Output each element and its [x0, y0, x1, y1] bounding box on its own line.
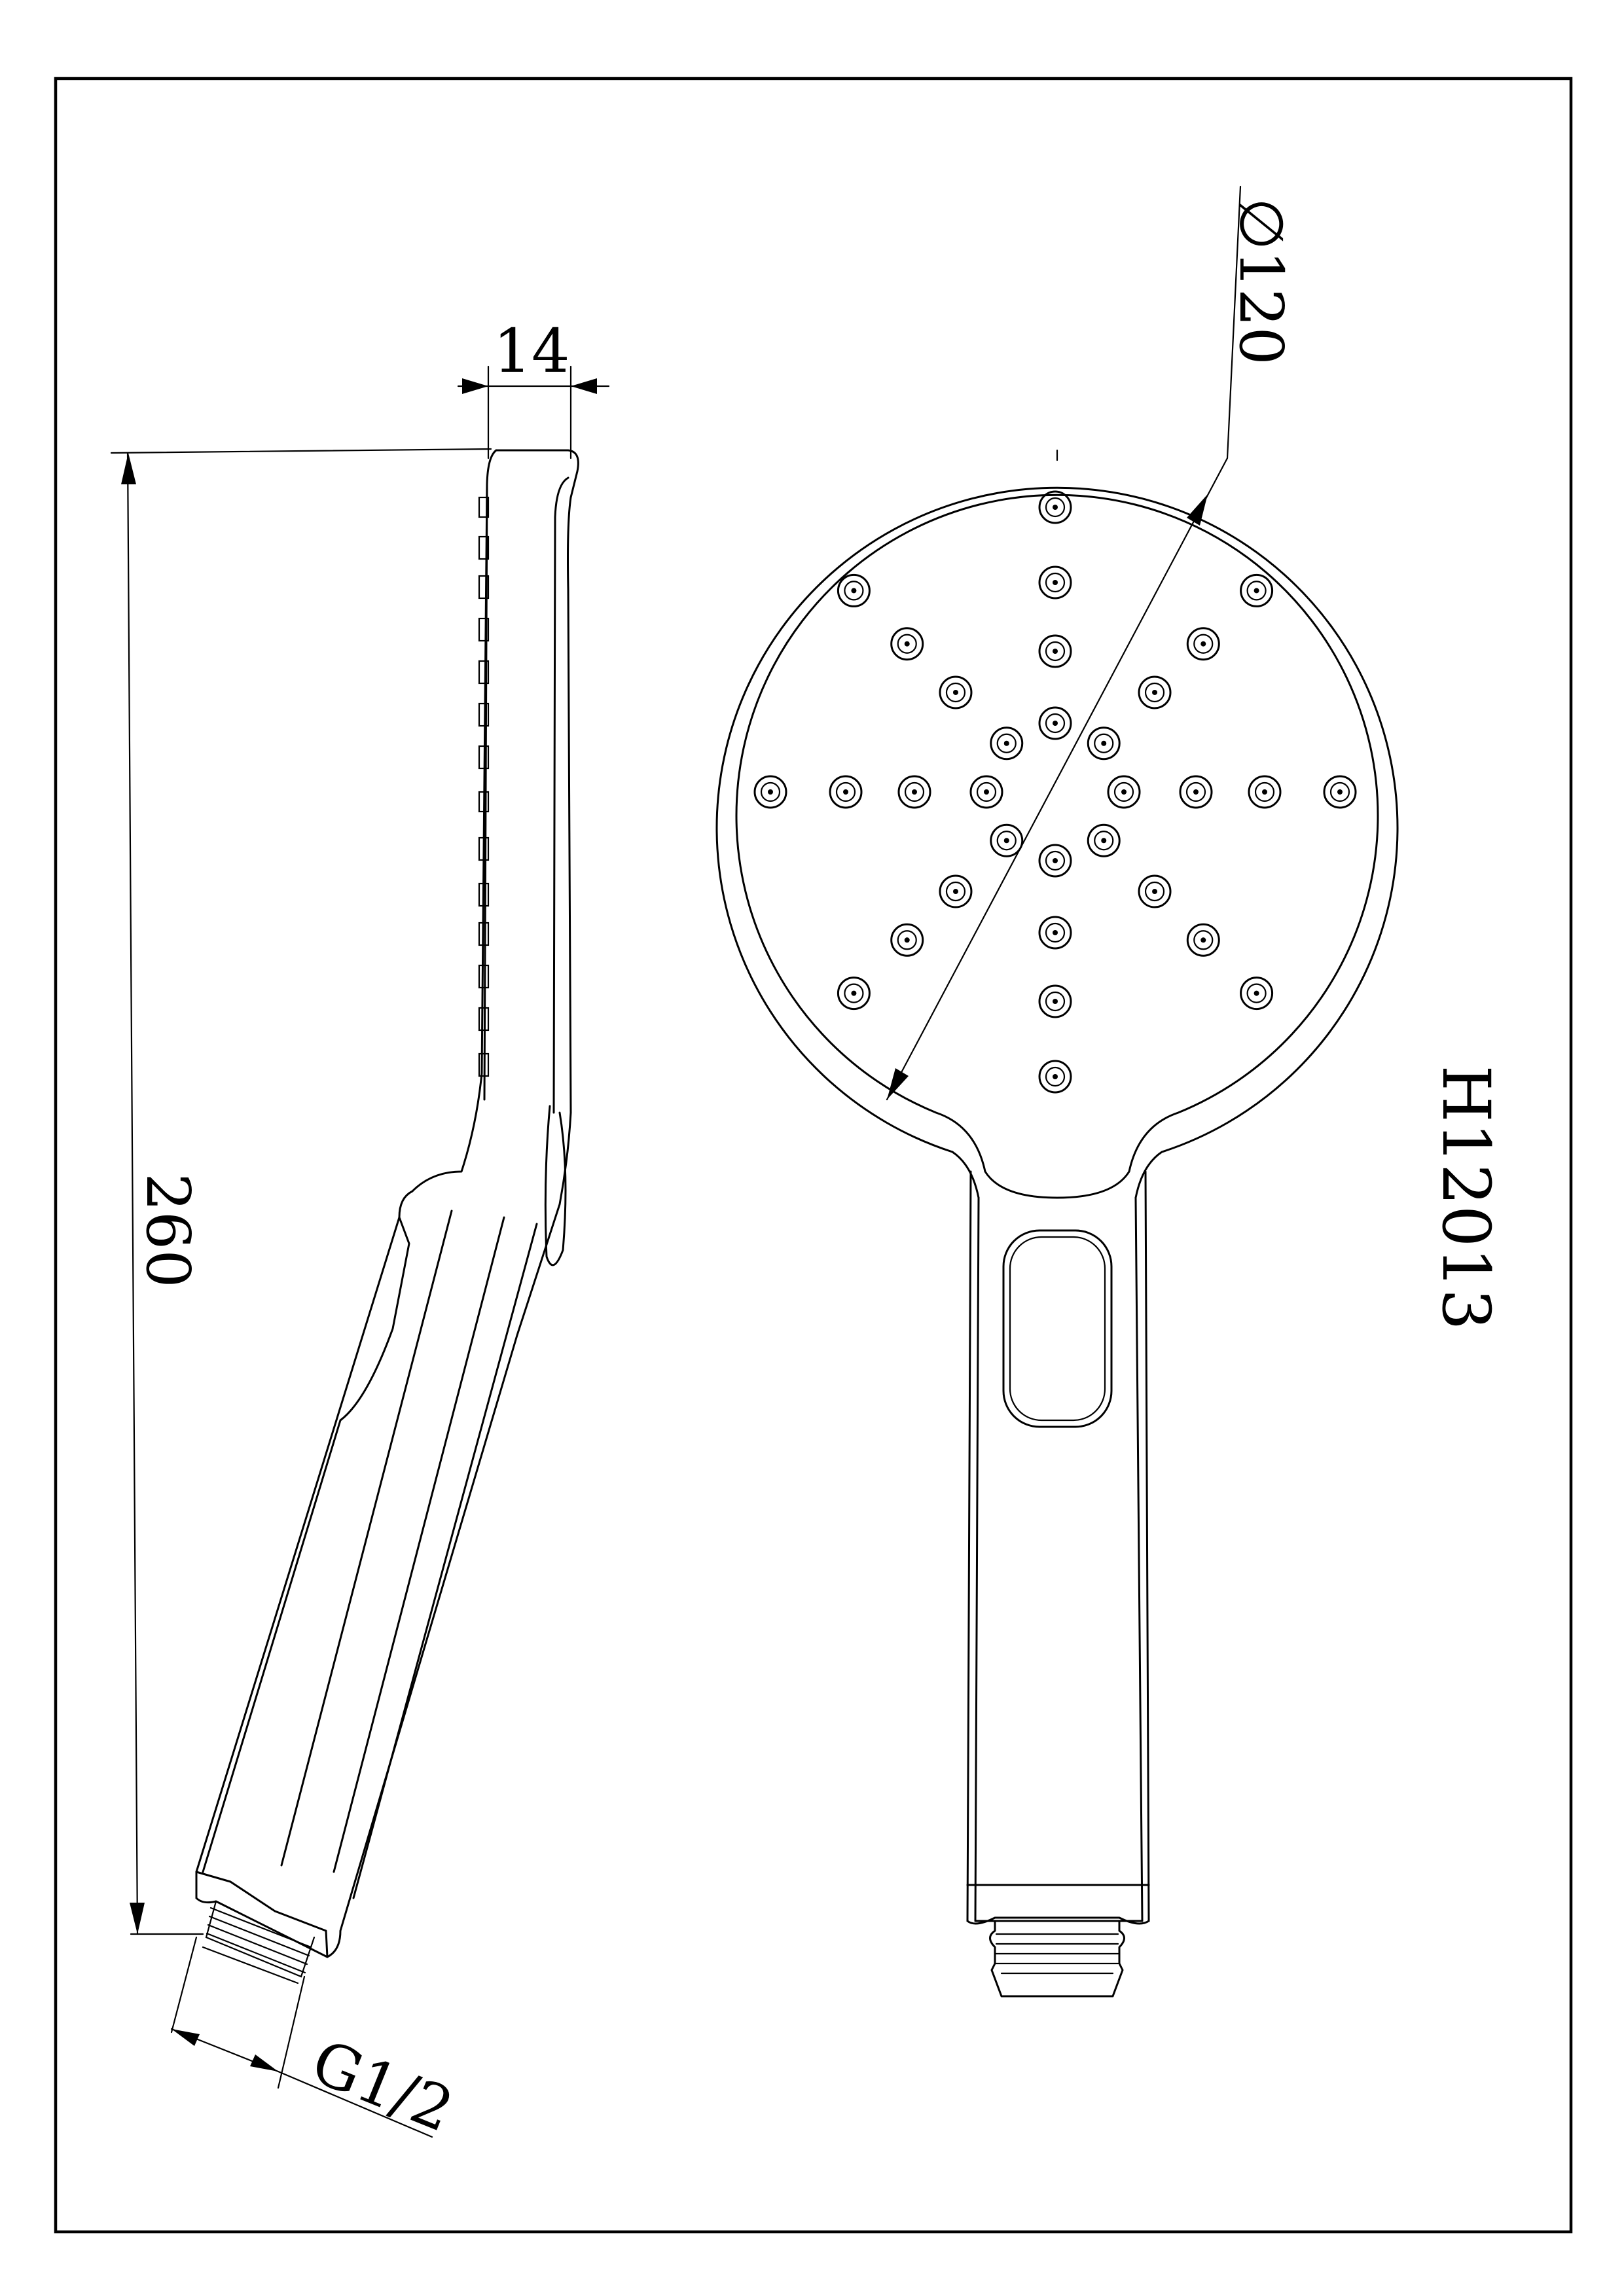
nozzle: [897, 775, 931, 809]
side-view: [195, 449, 579, 1984]
model-code: H12013: [1428, 1065, 1504, 1330]
nozzle: [939, 874, 973, 908]
front-view: [715, 449, 1399, 1998]
nozzle: [1038, 916, 1072, 950]
nozzle: [939, 675, 973, 709]
nozzle: [990, 823, 1024, 857]
nozzle: [1248, 775, 1282, 809]
nozzle: [1038, 490, 1072, 524]
nozzle: [1038, 844, 1072, 878]
nozzle: [1087, 726, 1121, 761]
nozzle: [990, 726, 1024, 761]
nozzle: [890, 923, 924, 957]
nozzle: [1038, 1060, 1072, 1094]
front-thread: [989, 1920, 1125, 1998]
nozzle: [1038, 565, 1072, 600]
nozzle: [837, 977, 871, 1011]
nozzle: [1186, 627, 1220, 661]
dimension-diameter-label: ∅120: [1226, 198, 1296, 365]
front-head-outline: [715, 486, 1399, 1199]
nozzle: [1138, 675, 1172, 709]
drawing-border: [54, 77, 1573, 2234]
nozzle: [1107, 775, 1141, 809]
nozzle: [837, 573, 871, 607]
nozzle: [1240, 573, 1274, 607]
nozzle: [1240, 977, 1274, 1011]
side-head-outline: [195, 449, 579, 1958]
side-handle: [195, 1190, 414, 1899]
nozzle: [1038, 706, 1072, 740]
front-handle: [974, 1196, 1144, 1922]
nozzle: [969, 775, 1003, 809]
nozzle: [829, 775, 863, 809]
side-thread: [202, 1900, 316, 1984]
dimension-thread-label: G1/2: [302, 2026, 463, 2145]
dimension-diameter: ∅120: [886, 185, 1296, 1101]
front-head-inner: [735, 493, 1379, 1199]
nozzle: [1038, 984, 1072, 1018]
dimension-thread: G1/2: [170, 1936, 463, 2145]
nozzle: [753, 775, 787, 809]
nozzle: [890, 627, 924, 661]
dimension-length-label: 260: [133, 1173, 203, 1288]
nozzle: [1038, 634, 1072, 668]
nozzle: [1179, 775, 1213, 809]
spray-button: [1002, 1229, 1113, 1428]
dimension-thickness-label: 14: [493, 316, 569, 386]
nozzle: [1138, 874, 1172, 908]
nozzle: [1186, 923, 1220, 957]
nozzle: [1087, 823, 1121, 857]
dimension-length: 260: [110, 448, 492, 1935]
dimension-thickness: 14: [457, 316, 610, 459]
side-nozzles: [478, 496, 490, 1077]
nozzle-grid: [753, 490, 1357, 1094]
nozzle: [1323, 775, 1357, 809]
